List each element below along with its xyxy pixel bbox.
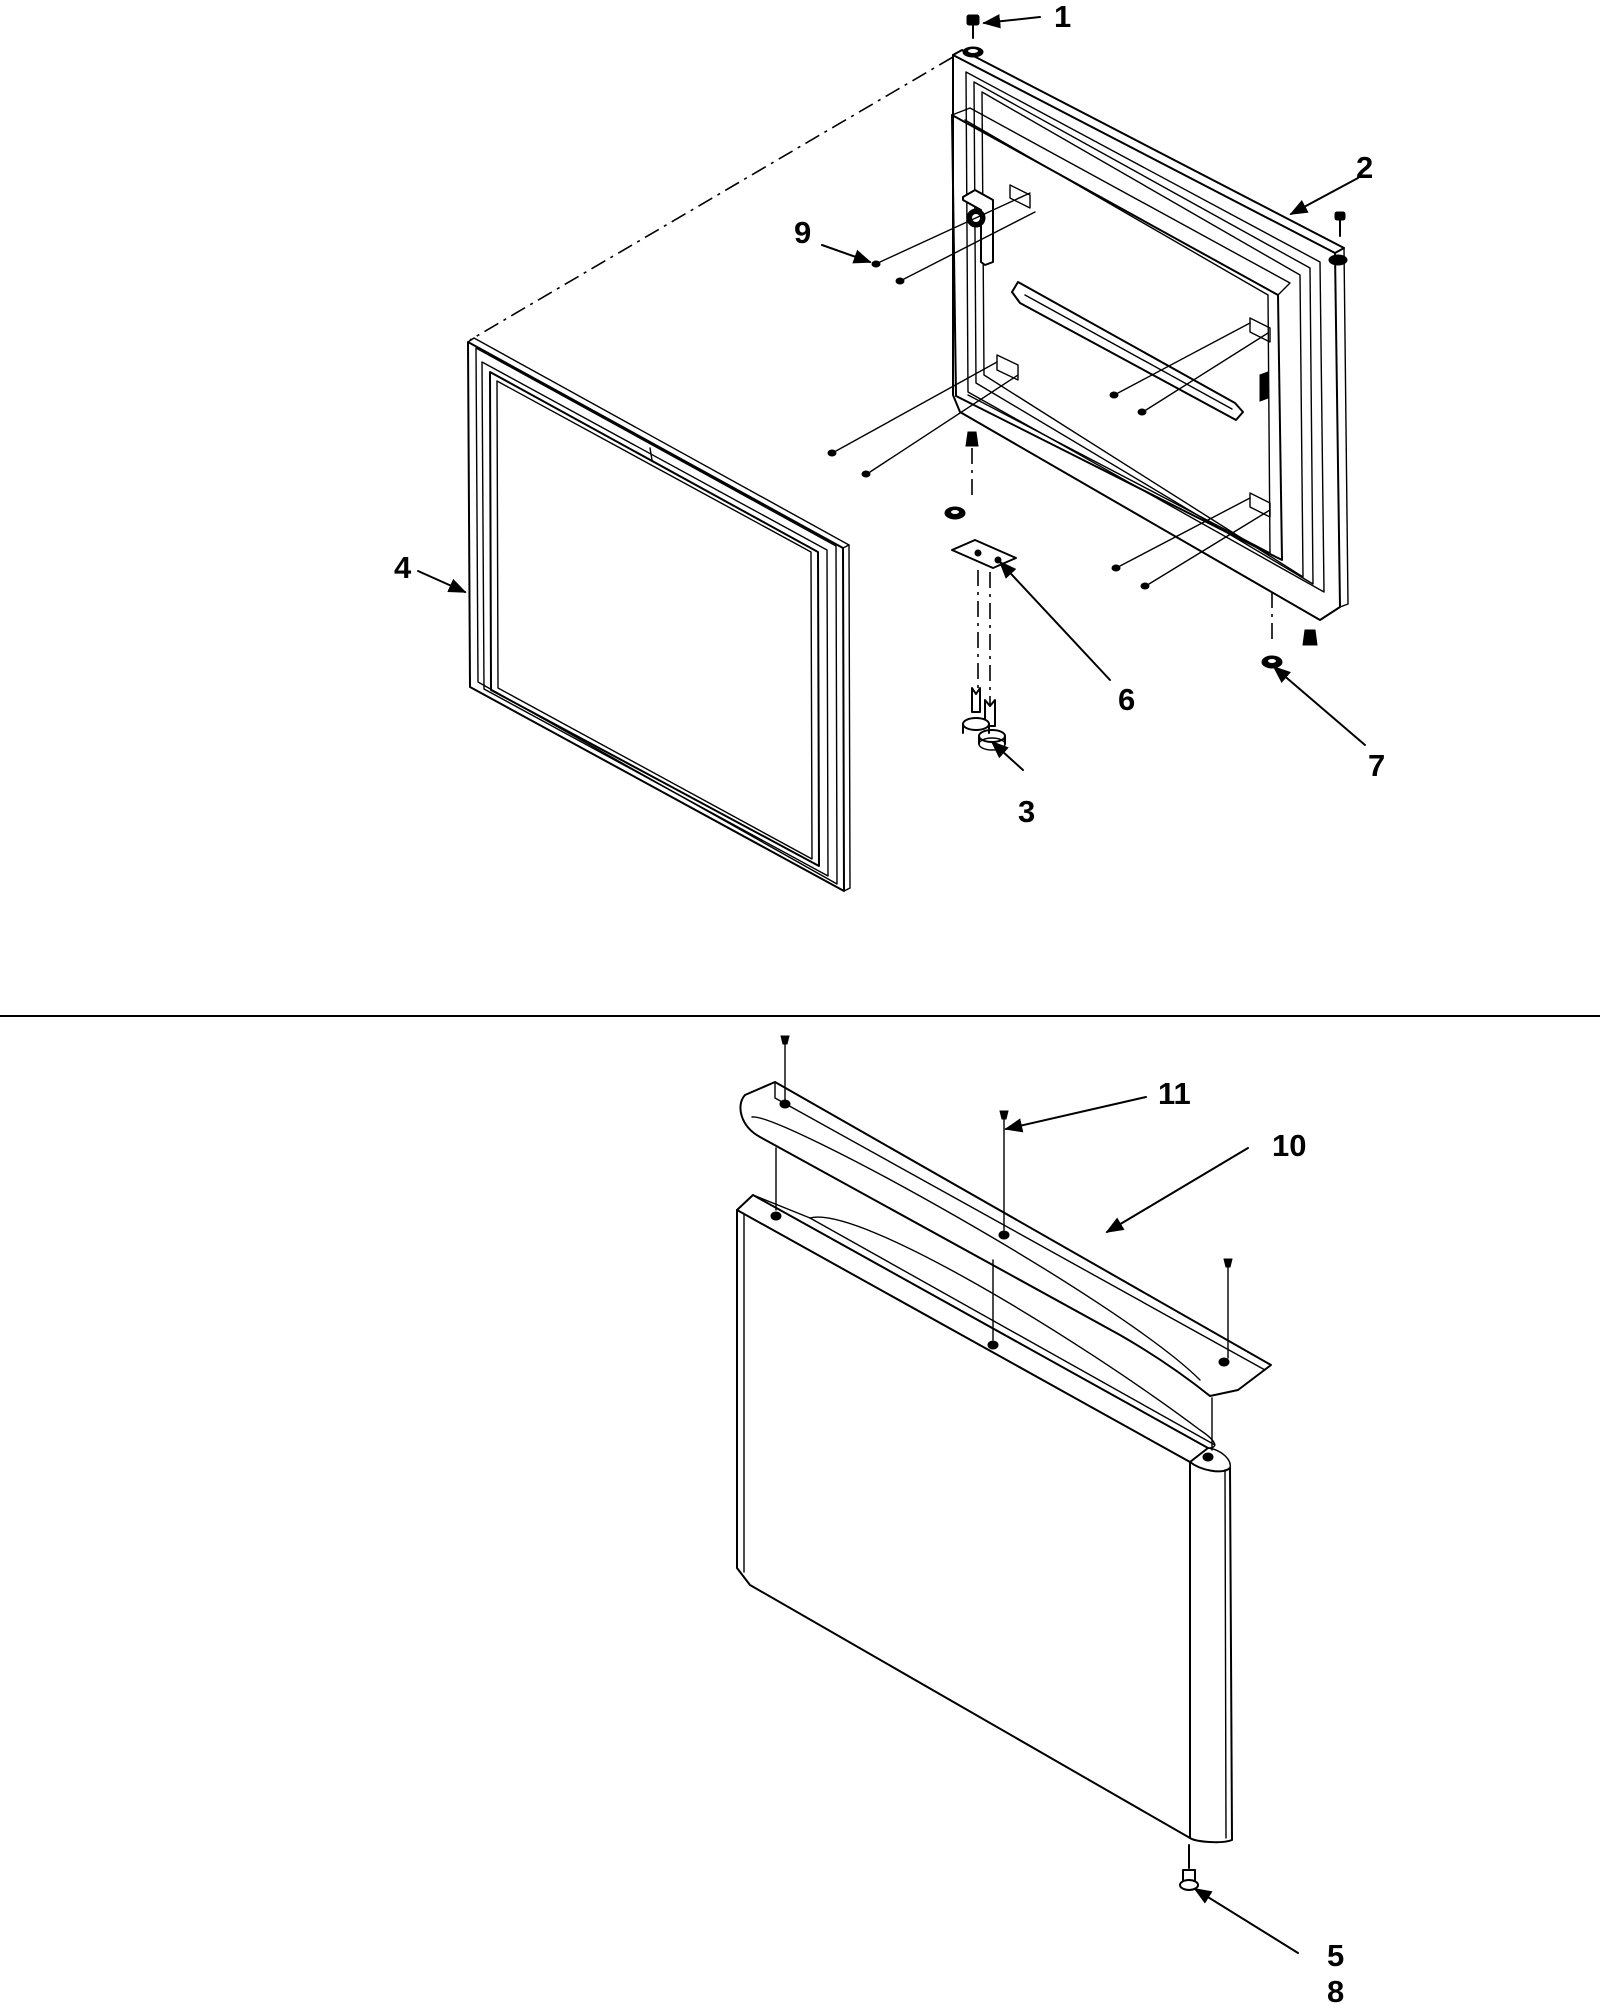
door-front-panel	[736, 1194, 1233, 1844]
callout-1: 1	[1054, 0, 1071, 34]
liner-screws	[827, 260, 1150, 590]
callout-6: 6	[1118, 682, 1135, 717]
lower-door-pin	[1179, 1844, 1199, 1891]
liner-screw-leader-lines	[835, 192, 1271, 585]
callout-10: 10	[1272, 1128, 1306, 1163]
gasket-alignment-line	[469, 56, 954, 341]
callout-11: 11	[1158, 1076, 1191, 1111]
callout-7: 7	[1368, 748, 1385, 783]
bottom-hinge-bushing	[944, 431, 979, 520]
callout-3: 3	[1018, 794, 1035, 829]
bottom-right-bushing	[1261, 592, 1318, 669]
callout-9: 9	[794, 215, 811, 250]
freezer-door-liner	[951, 49, 1349, 621]
trim-screws	[770, 1035, 1233, 1462]
callout-5: 5	[1327, 1938, 1344, 1973]
callout-2: 2	[1356, 150, 1373, 185]
door-stop-bracket	[962, 189, 994, 266]
door-handle-trim	[739, 1081, 1272, 1397]
bottom-hinge-pins	[962, 687, 1006, 751]
door-gasket	[467, 337, 851, 892]
hinge-plate	[951, 539, 1017, 710]
door-top-right-screw	[1328, 211, 1348, 266]
callout-leaders	[417, 14, 1366, 1954]
callout-8: 8	[1327, 1974, 1344, 2004]
top-hinge-pin-screw	[962, 14, 984, 58]
callout-4: 4	[394, 550, 412, 585]
